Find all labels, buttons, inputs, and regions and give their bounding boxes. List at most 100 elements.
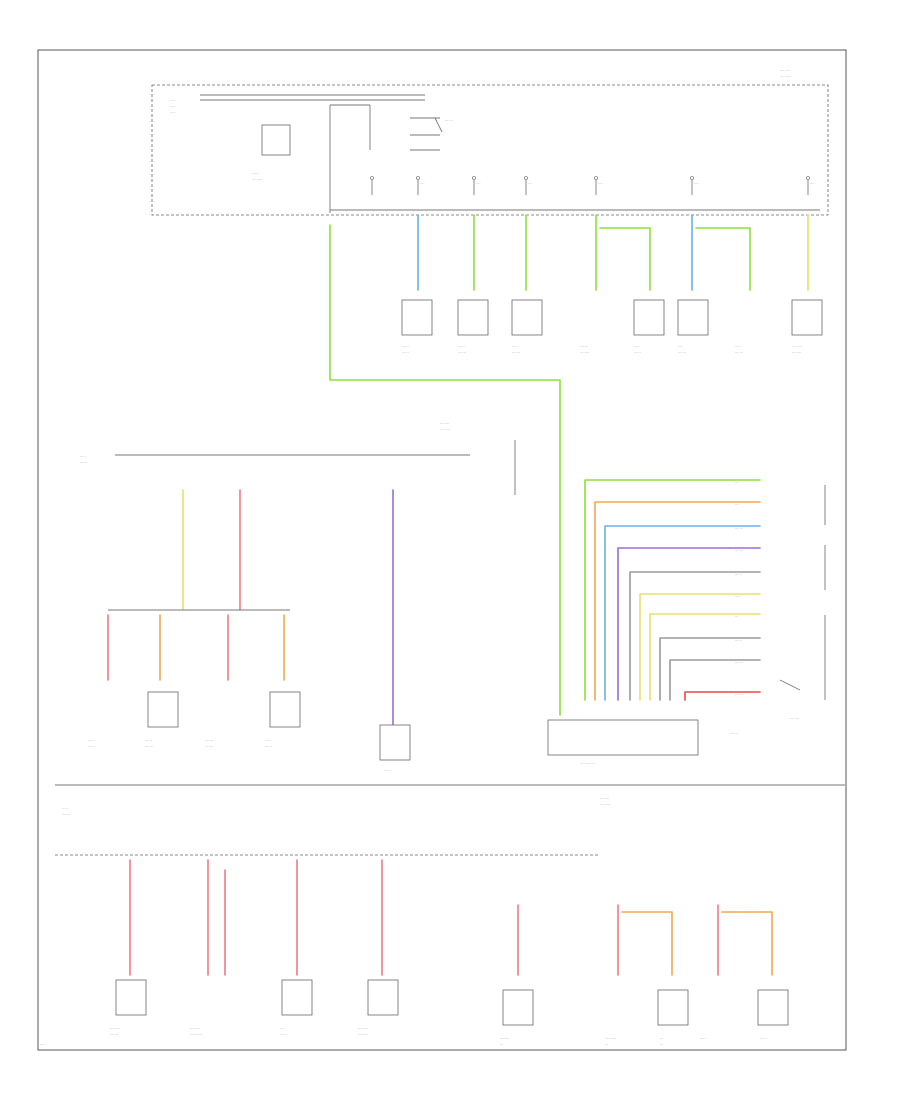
middle-left-section: ····· ······ ········ ········· ········…	[80, 422, 516, 773]
connector-block	[547, 719, 699, 756]
svg-text:·······: ·······	[445, 119, 453, 123]
svg-text:·······: ·······	[735, 661, 743, 665]
svg-text:·········: ·········	[358, 1027, 368, 1031]
svg-text:···········: ···········	[190, 1033, 203, 1037]
svg-text:····: ····	[598, 182, 603, 186]
svg-text:·······: ·······	[735, 351, 743, 355]
component-block	[281, 979, 313, 1016]
svg-text:······: ······	[145, 739, 152, 743]
top-components: ············ ············· ············ …	[401, 299, 823, 355]
svg-text:····: ····	[694, 182, 699, 186]
svg-text:·····: ·····	[512, 345, 518, 349]
svg-text:······: ······	[252, 172, 259, 176]
svg-text:·········: ·········	[190, 1027, 200, 1031]
svg-text:······: ······	[735, 573, 742, 577]
svg-text:······: ······	[384, 769, 391, 773]
svg-text:········: ········	[500, 1037, 509, 1041]
svg-text:·····: ·····	[265, 739, 271, 743]
component-block	[401, 299, 433, 336]
svg-text:······: ······	[760, 1037, 767, 1041]
fuse-icon	[594, 176, 598, 195]
svg-text:······: ······	[735, 639, 742, 643]
component-block	[367, 979, 399, 1016]
svg-text:········: ········	[600, 797, 609, 801]
fuse-icon	[524, 176, 528, 195]
fuse-icon	[690, 176, 694, 195]
component-block	[147, 691, 179, 728]
fuse-icon	[472, 176, 476, 195]
svg-text:·····: ·····	[735, 345, 741, 349]
svg-text:·····: ·····	[40, 1043, 46, 1047]
component-block	[757, 989, 789, 1026]
svg-text:·······: ·······	[458, 351, 466, 355]
relay-symbol	[261, 124, 291, 156]
svg-text:·········: ·········	[110, 1027, 120, 1031]
component-block	[677, 299, 709, 336]
svg-text:········: ········	[735, 693, 744, 697]
svg-text:···: ···	[735, 615, 738, 619]
svg-text:·····: ·····	[170, 99, 176, 103]
svg-text:·······: ·······	[62, 813, 70, 817]
right-connector-section: ············· ······· ········ ··· ···· …	[547, 479, 826, 766]
svg-text:·····: ·····	[634, 345, 640, 349]
svg-text:······: ······	[634, 351, 641, 355]
diagram-frame	[37, 49, 847, 1051]
svg-text:···: ···	[605, 1043, 608, 1047]
svg-text:·········: ·········	[780, 69, 790, 73]
svg-text:········: ········	[440, 422, 449, 426]
svg-text:···: ···	[500, 1043, 503, 1047]
svg-text:·····: ·····	[80, 455, 86, 459]
component-block	[269, 691, 301, 728]
svg-text:··········: ··········	[605, 1037, 616, 1041]
component-block	[657, 989, 689, 1026]
svg-text:·······: ·······	[512, 351, 520, 355]
top-fuse-box: ····· ····· ····· ········· ·········· ·…	[151, 69, 829, 216]
svg-text:·······: ·······	[735, 549, 743, 553]
component-block	[502, 989, 534, 1026]
svg-text:······: ······	[402, 345, 409, 349]
component-block	[511, 299, 543, 336]
component-block	[633, 299, 665, 336]
svg-text:·······: ·······	[205, 745, 213, 749]
svg-text:····: ····	[420, 182, 425, 186]
component-block	[457, 299, 489, 336]
svg-text:····: ····	[735, 503, 740, 507]
svg-text:·········: ·········	[252, 178, 262, 182]
svg-text:·······: ·······	[205, 739, 213, 743]
svg-text:·······: ·······	[678, 351, 686, 355]
svg-text:········: ········	[580, 351, 589, 355]
svg-text:····: ····	[476, 182, 481, 186]
svg-text:·········: ·········	[358, 1033, 368, 1037]
svg-text:·······: ·······	[145, 745, 153, 749]
top-fuse-row: ···· ···· ···· ···· ···· ····	[370, 176, 815, 195]
svg-text:·········: ·········	[792, 345, 802, 349]
svg-text:····: ····	[528, 182, 533, 186]
svg-text:········: ········	[790, 717, 799, 721]
svg-text:·········: ·········	[600, 803, 610, 807]
svg-text:·········: ·········	[440, 428, 450, 432]
svg-text:······: ······	[88, 745, 95, 749]
svg-text:···: ···	[660, 1037, 663, 1041]
svg-text:·······: ·······	[580, 345, 588, 349]
svg-text:·····: ·····	[170, 105, 176, 109]
svg-text:······: ······	[280, 1033, 287, 1037]
svg-text:·············: ·············	[580, 762, 595, 766]
component-block	[791, 299, 823, 336]
svg-text:······: ······	[80, 461, 87, 465]
svg-text:···: ···	[660, 1043, 663, 1047]
svg-text:······: ······	[458, 345, 465, 349]
svg-text:··········: ··········	[780, 75, 791, 79]
svg-text:·····: ·····	[170, 111, 176, 115]
component-block	[115, 979, 147, 1016]
svg-text:······: ······	[402, 351, 409, 355]
switch-icon	[779, 679, 801, 691]
svg-text:······: ······	[88, 739, 95, 743]
svg-text:·····: ·····	[700, 1037, 706, 1041]
svg-text:······: ······	[265, 745, 272, 749]
bottom-section: ····· ······· ········ ········· ·······…	[40, 784, 845, 1047]
svg-text:·····: ·····	[62, 807, 68, 811]
component-block	[379, 724, 411, 761]
svg-text:·······: ·······	[735, 527, 743, 531]
fuse-icon	[806, 176, 810, 195]
